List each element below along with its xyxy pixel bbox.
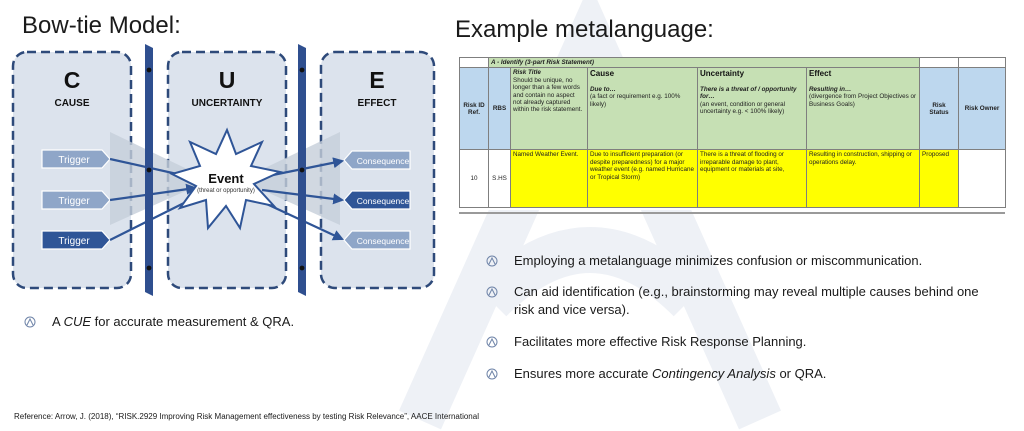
trigger-arrow-1: Trigger [41, 149, 111, 169]
trigger-arrow-3: Trigger [41, 230, 111, 250]
bullet-icon [486, 286, 498, 298]
bowtie-left-wing [110, 132, 210, 225]
bullet-icon [486, 368, 498, 380]
consequence-arrow-3: Consequence [343, 230, 411, 250]
bullet-item-4: Ensures more accurate Contingency Analys… [486, 365, 1006, 383]
cause-letter: C [64, 67, 81, 93]
cue-bullet: A CUE for accurate measurement & QRA. [24, 313, 424, 331]
bowtie-diagram: C CAUSE U UNCERTAINTY E EFFECT Trigger T… [11, 44, 436, 296]
cell-risk-id: 10 [459, 149, 489, 209]
bullet-text: Facilitates more effective Risk Response… [514, 334, 807, 349]
cell-risk-title: Named Weather Event. [510, 149, 588, 209]
consequence-label-1: Consequence [357, 156, 410, 166]
bullet-item-2: Can aid identification (e.g., brainstorm… [486, 283, 986, 319]
cell-uncertainty: There is a threat of flooding or irrepar… [697, 149, 807, 209]
cell-risk-status: Proposed [919, 149, 960, 209]
cue-bullet-text: A CUE for accurate measurement & QRA. [52, 314, 295, 329]
bullet-icon [486, 255, 498, 267]
header-risk-id: Risk ID Ref. [459, 67, 489, 151]
right-barrier [298, 44, 306, 296]
event-title: Event [208, 171, 244, 186]
effect-label: EFFECT [358, 98, 397, 109]
bullet-icon [486, 336, 498, 348]
risk-statement-table: A - Identify (3-part Risk Statement) Ris… [459, 56, 1007, 210]
header-risk-status: Risk Status [919, 67, 960, 151]
trigger-label-3: Trigger [58, 236, 90, 247]
bullet-icon [24, 316, 36, 328]
consequence-label-2: Consequence [357, 196, 410, 206]
consequence-label-3: Consequence [357, 236, 410, 246]
bowtie-heading: Bow-tie Model: [22, 12, 181, 39]
event-starburst [169, 127, 284, 231]
bowtie-right-wing [240, 132, 340, 225]
table-row: 10 S.HS Named Weather Event. Due to insu… [459, 149, 1007, 209]
watermark-logo [399, 0, 781, 430]
cell-effect: Resulting in construction, shipping or o… [805, 149, 921, 209]
cell-cause: Due to insufficient preparation (or desp… [587, 149, 698, 209]
trigger-label-1: Trigger [58, 155, 90, 166]
cell-rbs: S.HS [488, 149, 511, 209]
cause-label: CAUSE [54, 98, 89, 109]
bullet-item-3: Facilitates more effective Risk Response… [486, 333, 1006, 351]
bullet-text: Employing a metalanguage minimizes confu… [514, 253, 923, 268]
uncertainty-label: UNCERTAINTY [192, 98, 263, 109]
consequence-arrow-2: Consequence [343, 190, 411, 210]
bullet-item-1: Employing a metalanguage minimizes confu… [486, 252, 1006, 270]
effect-letter: E [369, 67, 384, 93]
metalanguage-heading: Example metalanguage: [455, 16, 714, 43]
trigger-label-2: Trigger [58, 196, 90, 207]
header-rbs: RBS [488, 67, 511, 151]
reference-citation: Reference: Arrow, J. (2018), “RISK.2929 … [14, 412, 479, 421]
table-strip-label: A - Identify (3-part Risk Statement) [487, 56, 921, 69]
consequence-arrow-1: Consequence [343, 150, 411, 170]
trigger-arrow-2: Trigger [41, 190, 111, 210]
table-bottom-rule [459, 212, 1005, 214]
uncertainty-letter: U [219, 67, 236, 93]
left-barrier [145, 44, 153, 296]
event-subtitle: (threat or opportunity) [197, 188, 255, 194]
bullet-text: Ensures more accurate Contingency Analys… [514, 366, 827, 381]
header-risk-owner: Risk Owner [958, 67, 1007, 151]
bullet-text: Can aid identification (e.g., brainstorm… [514, 284, 979, 317]
cell-risk-owner [958, 149, 1007, 209]
